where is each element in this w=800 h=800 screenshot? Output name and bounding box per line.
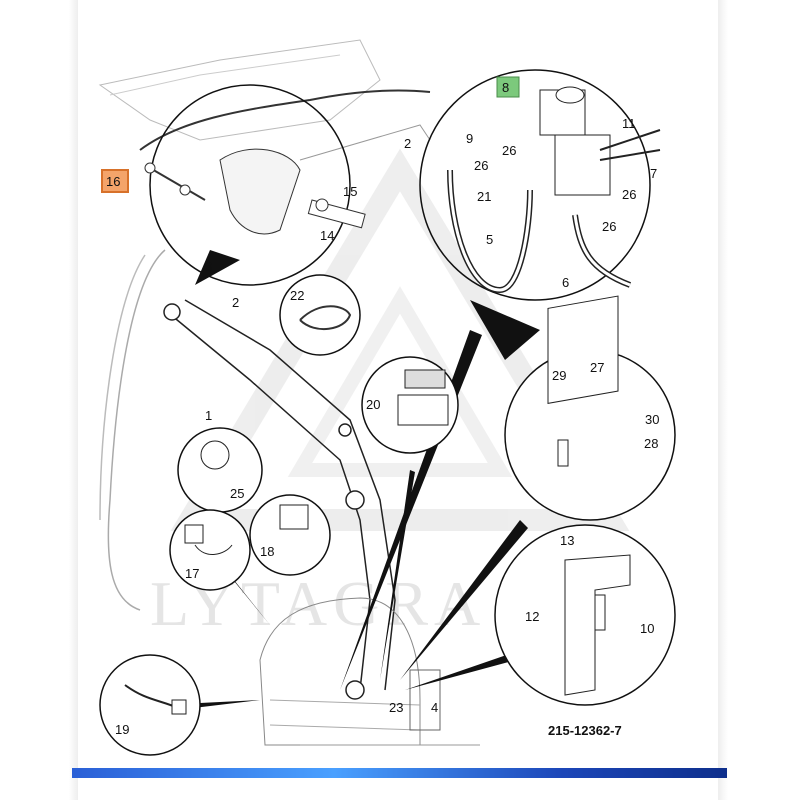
- detail-circle-18: [249, 494, 331, 576]
- callout-30: 30: [645, 412, 659, 427]
- detail-circle-20: [361, 356, 459, 454]
- left-margin: [0, 0, 78, 800]
- callout-14: 14: [320, 228, 334, 243]
- callout-26-right: 26: [622, 187, 636, 202]
- callout-9: 9: [466, 131, 473, 146]
- callout-3: 3: [205, 259, 212, 274]
- callout-labels: 2 2 1 3 15 14 16 8 11 9 26 26 7 21 26 26…: [106, 80, 659, 737]
- callout-19: 19: [115, 722, 129, 737]
- bottom-accent-bar: [72, 768, 727, 778]
- callout-15: 15: [343, 184, 357, 199]
- callout-22: 22: [290, 288, 304, 303]
- callout-23: 23: [389, 700, 403, 715]
- detail-circle-relay-bracket: [504, 295, 676, 521]
- callout-25: 25: [230, 486, 244, 501]
- callout-26-left: 26: [474, 158, 488, 173]
- callout-8: 8: [502, 80, 509, 95]
- detail-circle-22: [279, 274, 361, 356]
- cab-roof: [98, 39, 431, 161]
- callout-17: 17: [185, 566, 199, 581]
- callout-18: 18: [260, 544, 274, 559]
- callout-26-upper: 26: [502, 143, 516, 158]
- detail-circle-25: [177, 427, 263, 513]
- callout-11: 11: [622, 116, 636, 131]
- callout-29: 29: [552, 368, 566, 383]
- callout-1: 1: [205, 408, 212, 423]
- callout-20: 20: [366, 397, 380, 412]
- callout-10: 10: [640, 621, 654, 636]
- detail-circle-solenoid: [419, 69, 661, 360]
- detail-circle-bracket: [144, 84, 366, 286]
- drawing-code: 215-12362-7: [548, 723, 622, 738]
- callout-8-highlight: [496, 76, 520, 98]
- callout-21: 21: [477, 189, 491, 204]
- callout-16-highlight: [101, 169, 129, 193]
- callout-5: 5: [486, 232, 493, 247]
- callout-26-lower: 26: [602, 219, 616, 234]
- callout-6: 6: [562, 275, 569, 290]
- right-margin: [718, 0, 800, 800]
- callout-12: 12: [525, 609, 539, 624]
- detail-circle-19: [99, 654, 201, 756]
- callout-28: 28: [644, 436, 658, 451]
- callout-2-boom: 2: [232, 295, 239, 310]
- callout-13: 13: [560, 533, 574, 548]
- callout-2-top: 2: [404, 136, 411, 151]
- callout-27: 27: [590, 360, 604, 375]
- detail-circle-mount-bracket: [494, 524, 676, 706]
- callout-7: 7: [650, 166, 657, 181]
- callout-16: 16: [106, 174, 120, 189]
- detail-circle-17: [169, 509, 251, 591]
- cab-lower: [259, 597, 480, 746]
- callout-4: 4: [431, 700, 438, 715]
